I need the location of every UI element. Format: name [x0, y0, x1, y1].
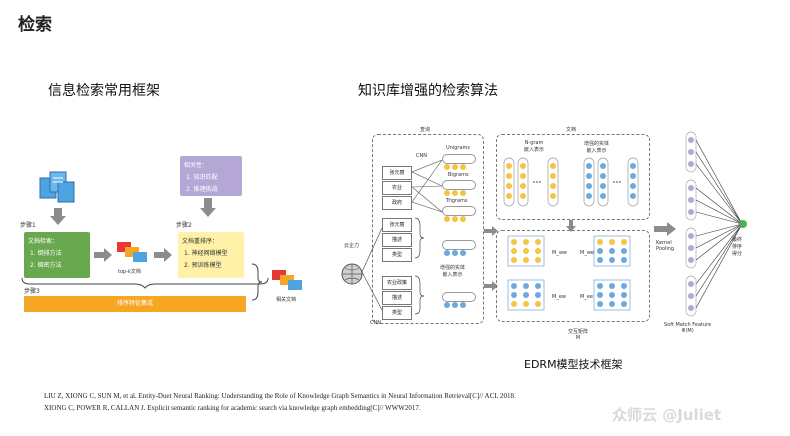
ranking-feature-bar: 排序特征集成	[24, 296, 246, 312]
entity-name: 农业政策	[382, 276, 412, 290]
relevance-item: 1. 知识匹配	[186, 174, 218, 181]
unigrams-label: Unigrams	[446, 145, 470, 151]
query-label: 查询	[420, 127, 431, 133]
right-section-title: 知识库增强的检索算法	[358, 83, 498, 99]
translation-matrix-panel	[496, 230, 650, 322]
reranking-item: 2. 预训练模型	[184, 262, 222, 269]
query-to-matrix-arrows	[484, 226, 498, 291]
right-arrow-icon	[94, 248, 112, 262]
query-cnn-connections	[412, 160, 443, 213]
matrix-label: M_ew	[552, 294, 566, 300]
related-docs-label: 相关文档	[276, 297, 297, 303]
entity-embed-label: 增强的实体 嵌入表示	[440, 265, 466, 278]
translation-matrix-label: 交互矩阵 M	[568, 329, 589, 341]
document-embedding-columns	[503, 157, 639, 207]
kb-label: 云企力	[344, 243, 360, 249]
bigram-embedding	[442, 180, 476, 196]
reference-item: XIONG C, POWER R, CALLAN J. Explicit sem…	[44, 404, 421, 412]
relevance-title: 相关性：	[184, 162, 209, 169]
retrieval-item: 1. 倒排方法	[30, 250, 62, 257]
down-arrow-icon	[200, 198, 216, 217]
trigram-embedding	[442, 206, 476, 222]
query-word: 政府	[382, 196, 412, 210]
soft-match-feature-columns	[685, 131, 747, 317]
entity-type: 类型	[382, 248, 412, 262]
cnn-label: CNN	[416, 153, 427, 159]
reference-item: LIU Z, XIONG C, SUN M, et al. Entity-Due…	[44, 392, 516, 400]
kernel-pooling-label: Kernel Pooling	[656, 240, 675, 252]
left-section-title: 信息检索常用框架	[48, 83, 160, 99]
unigram-embedding	[442, 154, 476, 170]
query-braces	[414, 217, 425, 315]
doc-label: 文档	[566, 127, 577, 133]
entity-type: 类型	[382, 306, 412, 320]
doc-to-matrix-arrow	[566, 220, 576, 232]
right-arrow-icon	[654, 222, 676, 236]
topk-label: top-k文档	[118, 269, 141, 275]
kb-connections	[362, 227, 383, 311]
bigrams-label: Bigrams	[448, 172, 469, 178]
query-word: 农业	[382, 181, 412, 195]
relevance-box: 相关性： 1. 知识匹配 2. 推理挑战	[180, 156, 242, 196]
stage-bracket	[21, 277, 269, 289]
matrix-label: M_ee	[580, 294, 593, 300]
trigrams-label: Trigrams	[446, 198, 468, 204]
right-arrow-icon	[154, 248, 172, 262]
topk-documents-icon	[117, 242, 147, 262]
entity-desc: 描述	[382, 291, 412, 305]
right-brace	[251, 263, 263, 301]
matrix-label: M_ww	[552, 250, 567, 256]
query-panel	[372, 134, 484, 324]
document-panel	[496, 134, 650, 220]
step2-label: 步骤2	[176, 222, 192, 229]
entity-desc: 描述	[382, 233, 412, 247]
doc-entity-embed-label: 增强的实体 嵌入表示	[584, 141, 610, 154]
cnn-bottom-label: CNN	[370, 320, 381, 326]
slide-title: 检索	[18, 15, 52, 35]
reranking-item: 1. 神经网络模型	[184, 250, 228, 257]
reranking-box: 文档重排序： 1. 神经网络模型 2. 预训练模型	[178, 232, 244, 278]
related-documents-icon	[272, 270, 302, 290]
final-score-label: 最终 排序 得分	[732, 237, 743, 257]
ranking-feature-label: 排序特征集成	[116, 300, 153, 307]
entity-name: 张元丽	[382, 218, 412, 232]
query-word: 张元丽	[382, 166, 412, 180]
retrieval-item: 2. 稠密方法	[30, 262, 62, 269]
watermark-text: 众师云 @Juliet	[612, 406, 722, 424]
down-arrow-icon	[50, 208, 66, 225]
entity-embedding	[442, 292, 476, 308]
matrix-grids	[507, 235, 631, 311]
step1-label: 步骤1	[20, 222, 36, 229]
retrieval-title: 文档检索：	[28, 238, 59, 245]
reranking-title: 文档重排序：	[182, 238, 219, 245]
ngram-embed-label: N-gram 嵌入表示	[524, 140, 545, 153]
relevance-item: 2. 推理挑战	[186, 186, 218, 193]
step3-label: 步骤3	[24, 288, 40, 295]
figure-caption: EDRM模型技术框架	[524, 358, 623, 371]
knowledge-base-globe-icon	[341, 263, 363, 285]
document-retrieval-box: 文档检索： 1. 倒排方法 2. 稠密方法	[24, 232, 90, 278]
documents-icon	[39, 171, 75, 203]
soft-match-label: Soft Match Feature Φ(M)	[664, 322, 712, 334]
matrix-label: M_we	[580, 250, 594, 256]
entity-embedding	[442, 240, 476, 256]
